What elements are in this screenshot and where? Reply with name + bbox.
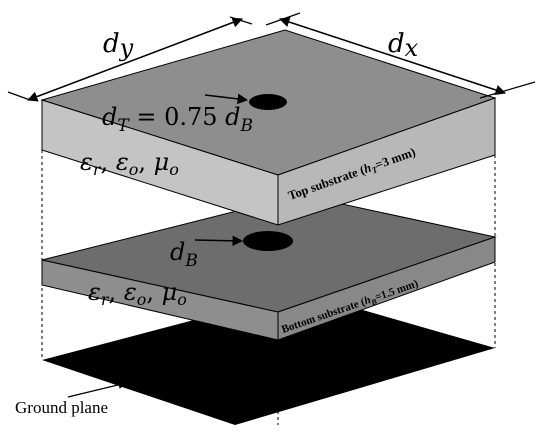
dx-arrow bbox=[279, 16, 506, 96]
bottom-substrate bbox=[41, 194, 497, 341]
dy-label: dy bbox=[103, 29, 134, 62]
bottom-hole-arrow bbox=[194, 235, 244, 247]
top-hole-arrow bbox=[204, 93, 249, 105]
top-hole-label: dT = 0.75 dB bbox=[102, 103, 253, 136]
top-material-label: εr, εo, μo bbox=[80, 148, 179, 179]
bottom-substrate-side-face bbox=[277, 236, 496, 341]
bottom-hole-label: dB bbox=[170, 238, 198, 271]
dx-label: dx bbox=[388, 29, 419, 62]
ground-plane-arrow bbox=[67, 380, 127, 398]
bottom-material-label: εr, εo, μo bbox=[88, 278, 187, 309]
dx-dimension bbox=[265, 12, 536, 99]
top-substrate-side-face bbox=[277, 97, 496, 226]
ground-plane-label: Ground plane bbox=[15, 398, 108, 417]
ground-plane bbox=[42, 292, 495, 425]
bottom-hole bbox=[243, 231, 293, 251]
top-hole bbox=[249, 94, 287, 110]
dy-arrow bbox=[27, 17, 243, 102]
dy-dimension bbox=[7, 16, 253, 102]
